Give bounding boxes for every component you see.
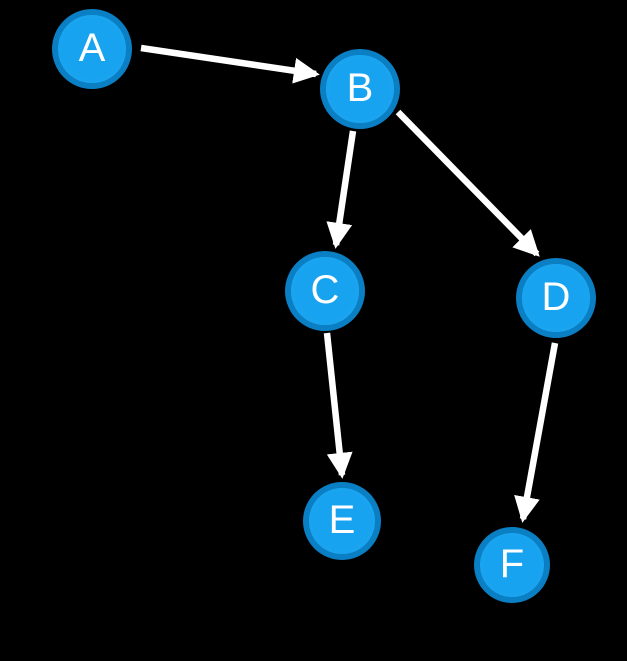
node-D[interactable]: D <box>516 258 596 338</box>
node-A[interactable]: A <box>52 9 132 89</box>
node-label: D <box>541 275 571 319</box>
node-F[interactable]: F <box>474 527 550 603</box>
node-label: A <box>78 26 106 70</box>
edge-C-E <box>323 332 353 479</box>
edge-D-F <box>514 342 559 523</box>
edge-B-D <box>395 109 540 257</box>
edge-A-B <box>140 44 320 84</box>
node-body: B <box>326 55 394 123</box>
node-body: F <box>480 533 544 597</box>
node-body: A <box>58 15 126 83</box>
node-label: F <box>499 541 525 586</box>
node-C[interactable]: C <box>285 251 365 331</box>
node-body: D <box>522 264 590 332</box>
edge-B-C <box>326 130 357 249</box>
node-label: E <box>328 497 356 542</box>
node-body: E <box>309 488 375 554</box>
node-label: B <box>346 66 374 110</box>
node-label: C <box>310 268 340 312</box>
node-body: C <box>291 257 359 325</box>
node-B[interactable]: B <box>320 49 400 129</box>
node-E[interactable]: E <box>303 482 381 560</box>
